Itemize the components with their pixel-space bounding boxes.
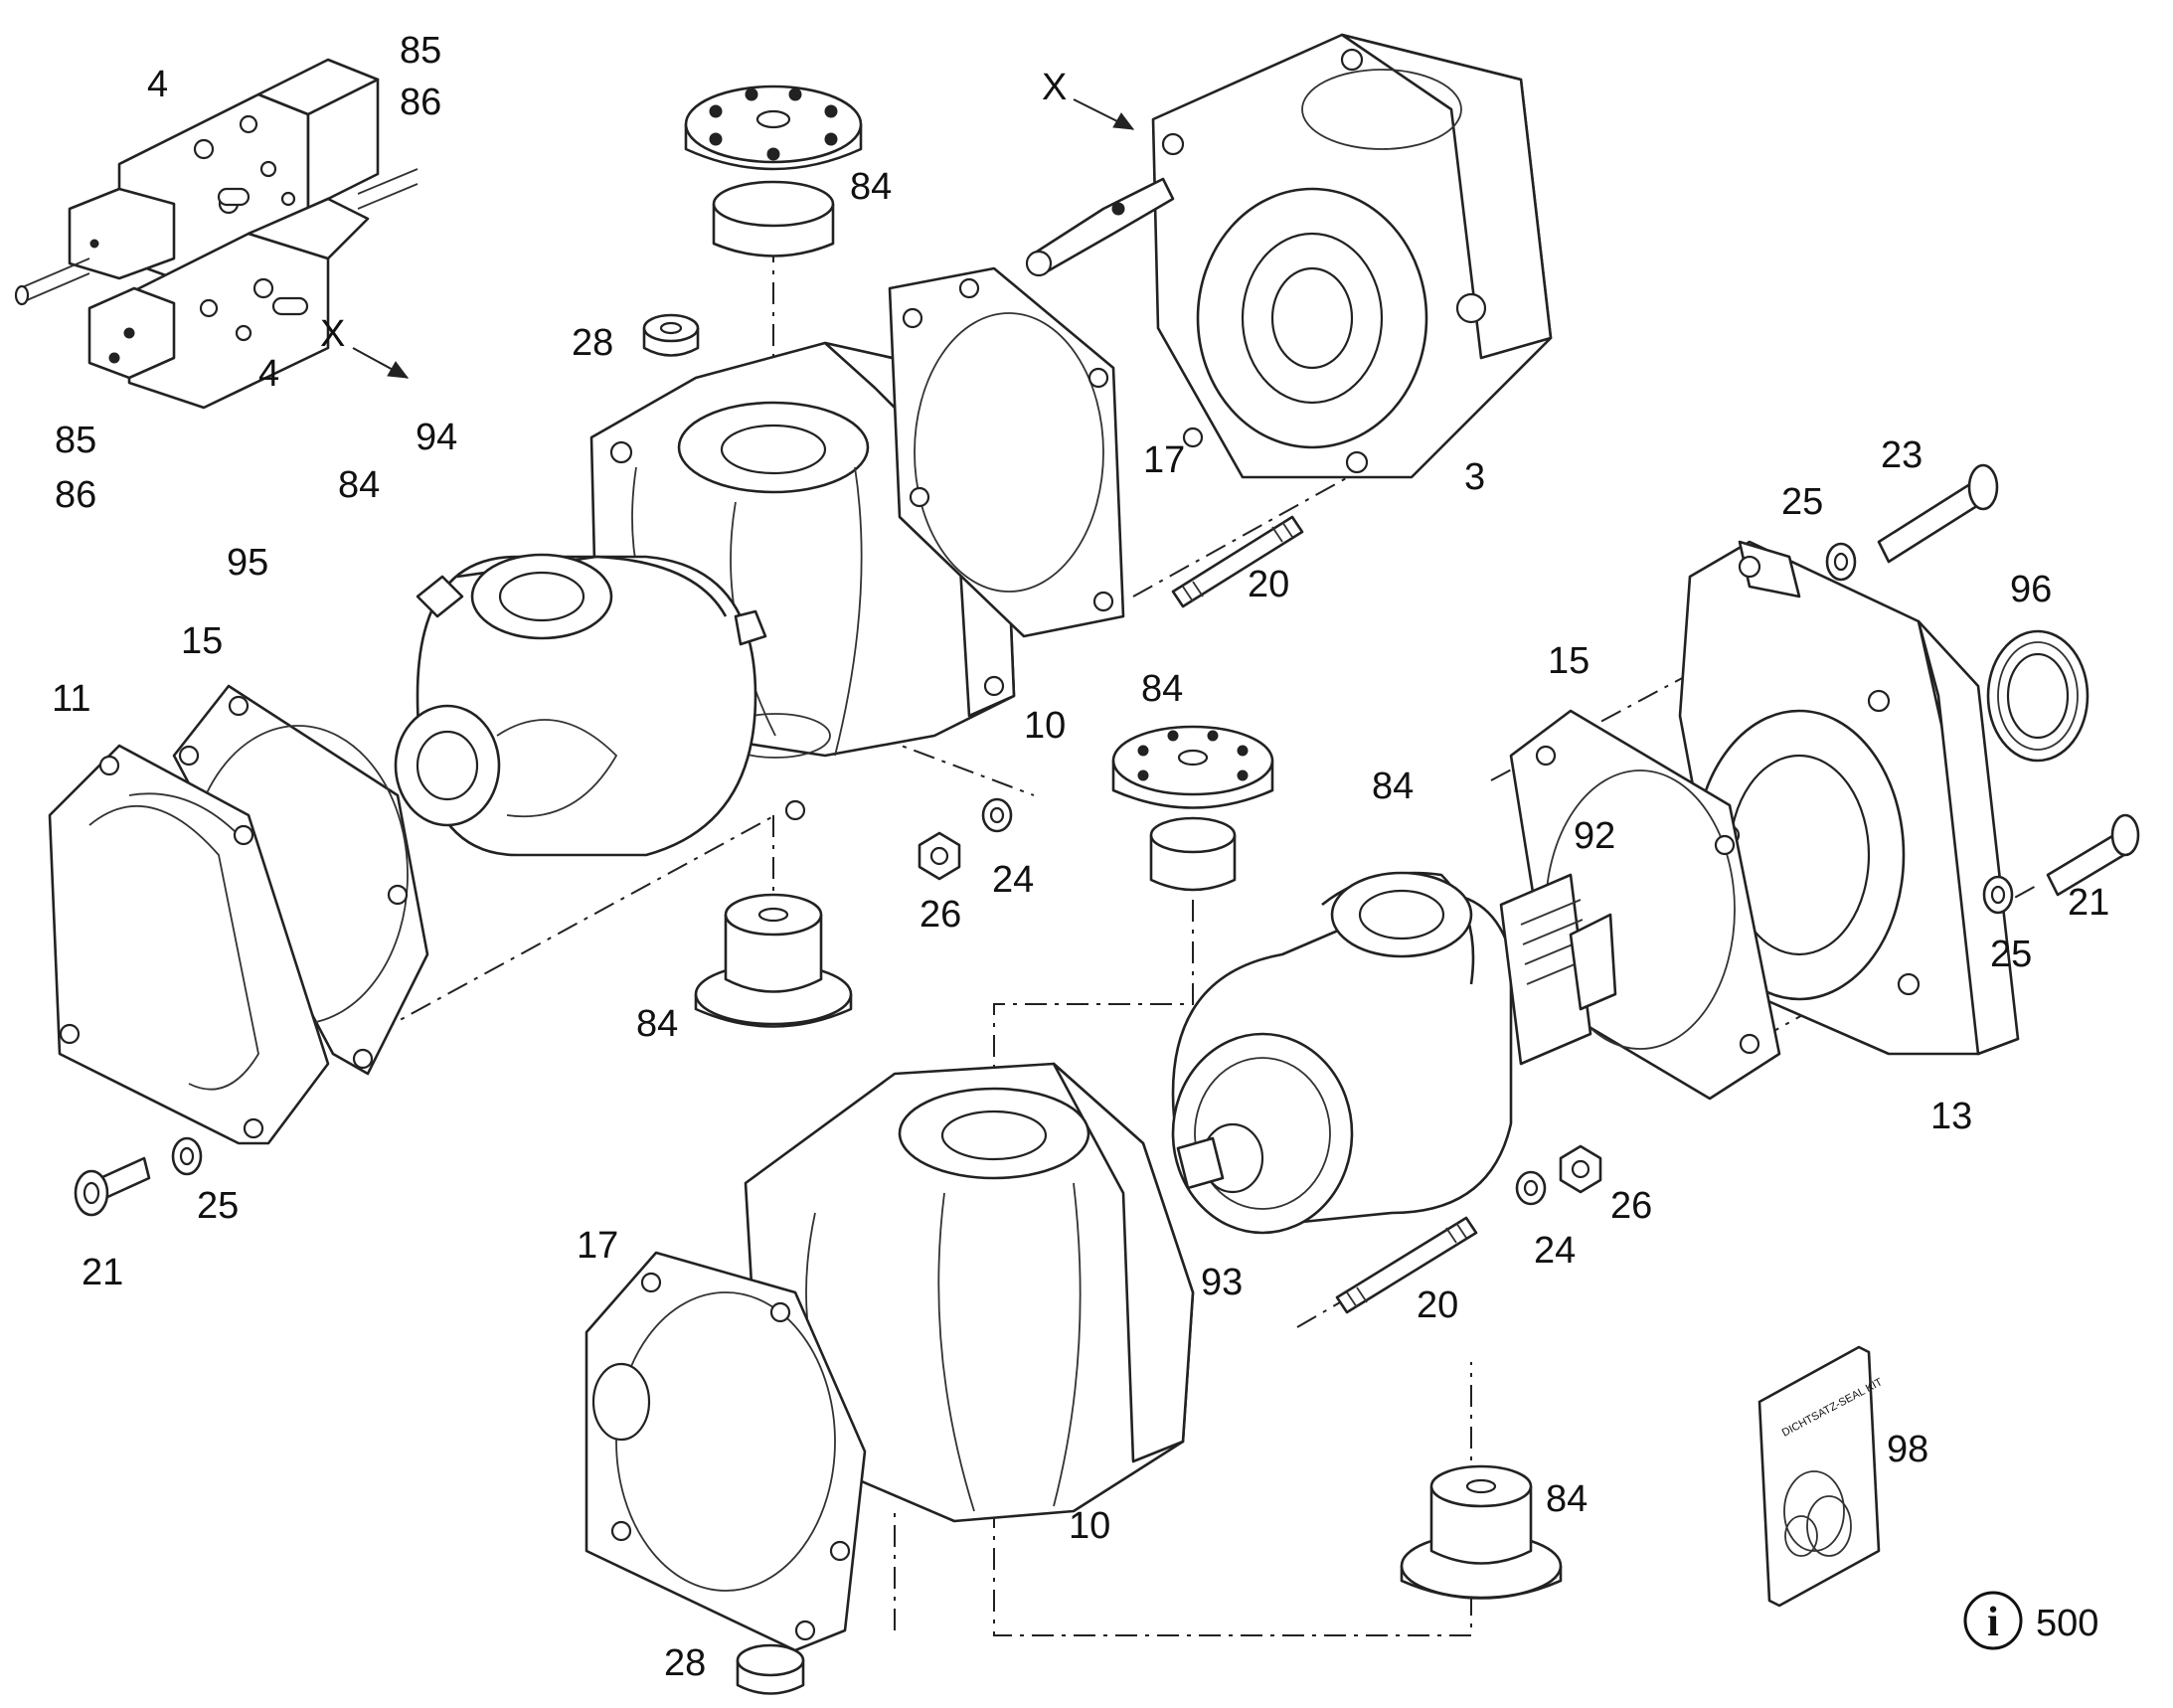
label-28a: 28 [572, 322, 613, 364]
gasket-17-upper [888, 266, 1125, 638]
label-15a: 15 [181, 620, 223, 662]
label-20b: 20 [1417, 1284, 1458, 1326]
label-85b: 85 [55, 420, 96, 461]
end-cover-11 [48, 744, 330, 1145]
label-4a: 4 [147, 64, 168, 105]
label-10a: 10 [1024, 705, 1066, 747]
label-23: 23 [1881, 434, 1922, 476]
label-21b: 21 [82, 1252, 123, 1293]
nut-26-lower [1515, 1144, 1602, 1206]
label-20a: 20 [1248, 564, 1289, 605]
label-25c: 25 [197, 1185, 239, 1227]
label-28b: 28 [664, 1642, 706, 1684]
label-25a: 25 [1781, 481, 1823, 523]
label-4b: 4 [258, 353, 279, 395]
callout-labels: 4 85 86 X 4 85 86 84 28 94 84 95 15 11 X… [52, 30, 2109, 1684]
label-3: 3 [1464, 456, 1485, 498]
label-15b: 15 [1548, 640, 1589, 682]
label-xa: X [320, 313, 345, 355]
shaft-seal-96 [1986, 629, 2089, 763]
label-13: 13 [1930, 1096, 1972, 1137]
screw-21-left [74, 1136, 203, 1217]
bearing-cap-84-middle [1111, 725, 1274, 892]
label-84c: 84 [1141, 668, 1183, 710]
label-98: 98 [1887, 1429, 1928, 1470]
screw-23 [1825, 463, 1999, 582]
label-26a: 26 [919, 894, 961, 936]
label-84f: 84 [1546, 1478, 1588, 1520]
label-84e: 84 [636, 1003, 678, 1045]
label-10b: 10 [1069, 1505, 1110, 1547]
label-84b: 84 [338, 464, 380, 506]
bearing-cap-top [684, 85, 863, 257]
stud-20-upper [1171, 515, 1304, 608]
housing-10-lower [744, 1062, 1195, 1523]
port-plate-3 [1025, 33, 1553, 479]
label-94: 94 [416, 417, 457, 458]
info-icon: i [1963, 1591, 2023, 1650]
label-86a: 86 [400, 82, 441, 123]
label-25b: 25 [1990, 934, 2032, 975]
label-17b: 17 [577, 1225, 618, 1267]
gasket-17-lower [585, 1251, 867, 1652]
bearing-84-middle [694, 893, 853, 1028]
label-21a: 21 [2068, 882, 2109, 924]
label-84a: 84 [850, 166, 892, 208]
label-96: 96 [2010, 569, 2052, 610]
label-86b: 86 [55, 474, 96, 516]
label-85a: 85 [400, 30, 441, 72]
label-92: 92 [1574, 815, 1615, 857]
plug-28-bottom [736, 1643, 805, 1695]
label-500: 500 [2036, 1603, 2098, 1644]
info-icon-glyph: i [1987, 1600, 1999, 1645]
label-11: 11 [52, 678, 90, 720]
screw-21-right [1982, 813, 2140, 915]
label-24a: 24 [992, 859, 1034, 901]
label-93: 93 [1201, 1262, 1243, 1303]
seal-kit-bag-98: DICHTSATZ-SEAL KIT [1757, 1345, 1885, 1608]
label-17a: 17 [1143, 439, 1185, 481]
label-84d: 84 [1372, 766, 1414, 807]
label-24b: 24 [1534, 1230, 1576, 1272]
stud-20-lower [1335, 1216, 1478, 1314]
plug-28-top [642, 313, 700, 357]
label-xb: X [1042, 67, 1067, 108]
label-26b: 26 [1610, 1185, 1652, 1227]
rotary-group-upper [394, 553, 767, 857]
label-95: 95 [227, 542, 268, 584]
view-arrows [352, 98, 1135, 379]
valve-block-assembly [14, 58, 418, 410]
bearing-84-lower [1400, 1464, 1563, 1600]
rotary-group-lower [1171, 871, 1617, 1235]
nut-26-upper [918, 797, 1013, 881]
